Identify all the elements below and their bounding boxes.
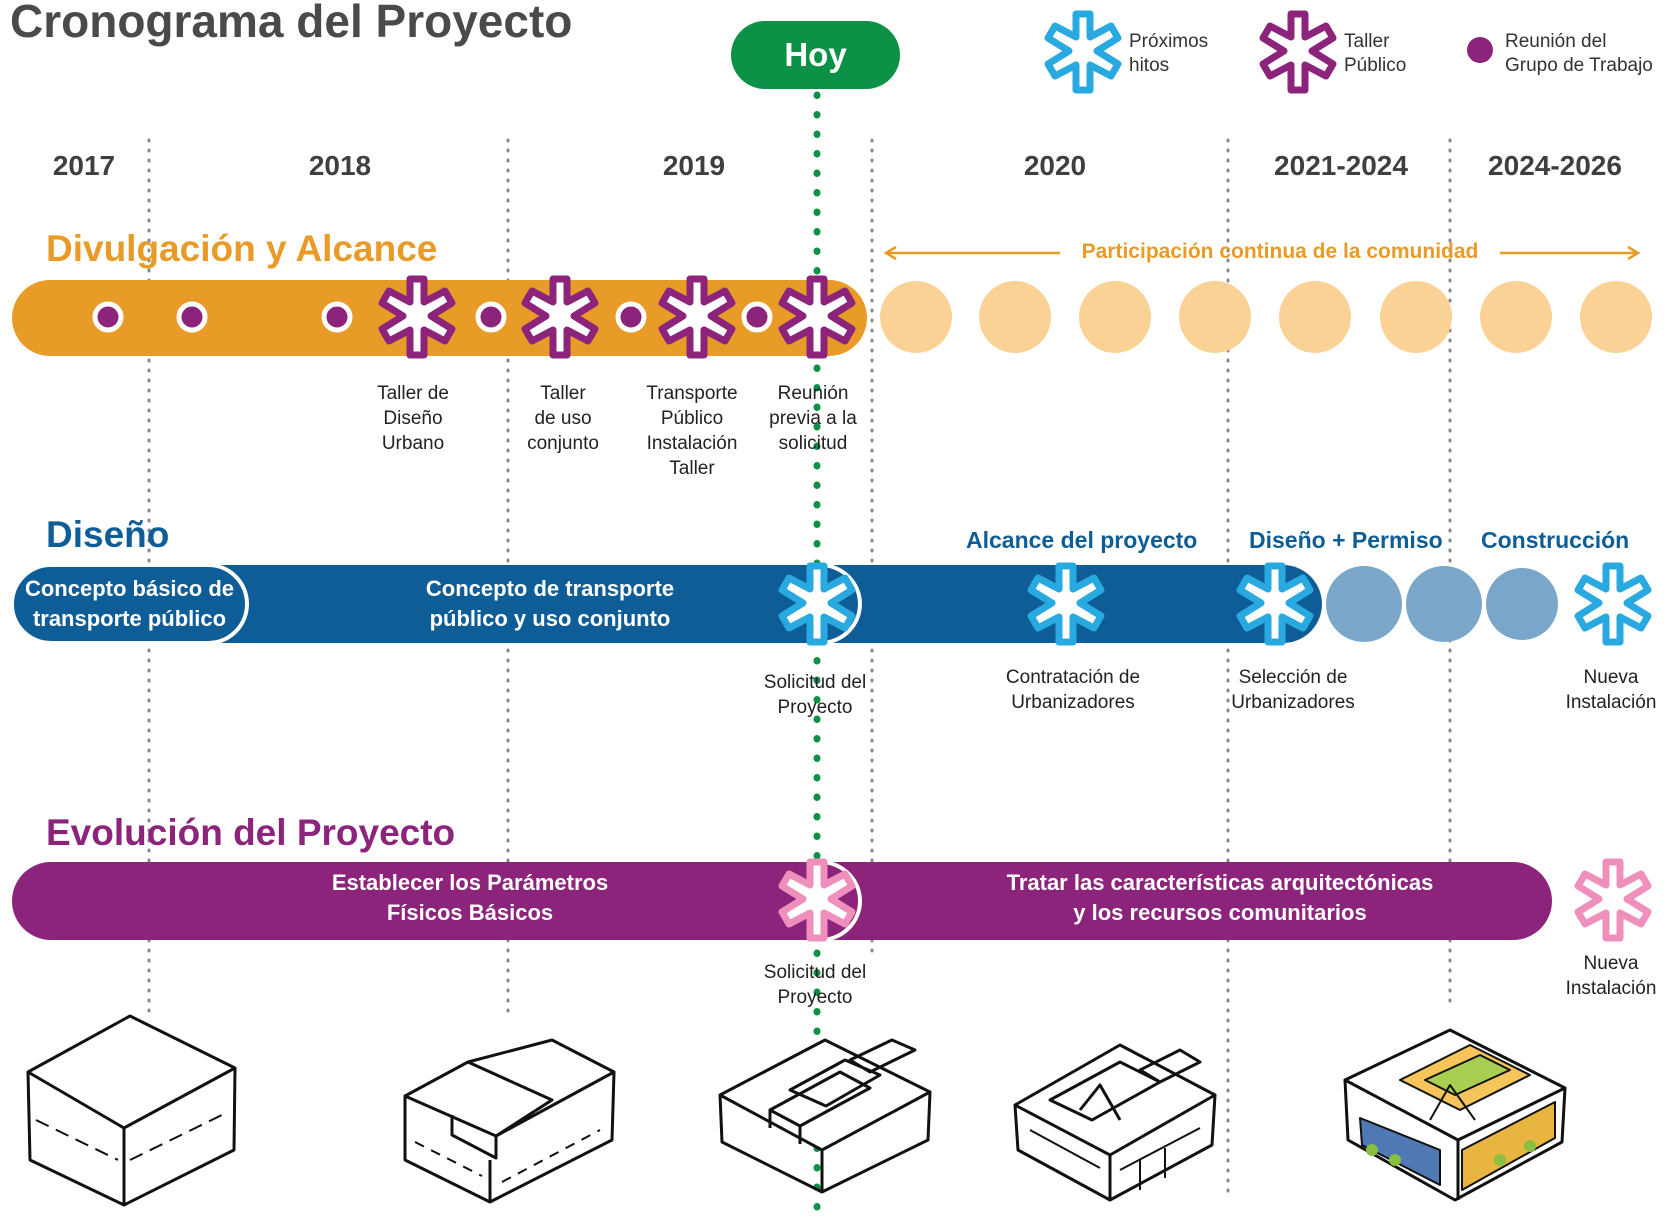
label-line: solicitud — [778, 433, 848, 454]
sketch-massing-5 — [1343, 1028, 1567, 1202]
phase-construction: Construcción — [1481, 527, 1630, 553]
label-line: de uso — [534, 408, 592, 429]
legend-upcoming-line1: Próximos — [1129, 31, 1209, 52]
design-label-project-application: Solicitud del Proyecto — [730, 670, 900, 720]
legend-group-line1: Reunión del — [1505, 31, 1607, 52]
legend-blue-asterisk-icon — [1048, 14, 1118, 90]
label-line: Proyecto — [777, 697, 853, 718]
label-line: Instalación — [1565, 978, 1657, 999]
bar-line: público y uso conjunto — [429, 606, 671, 631]
outreach-heading: Divulgación y Alcance — [46, 228, 438, 269]
label-line: Diseño — [383, 408, 443, 429]
label-line: Urbanizadores — [1011, 692, 1135, 713]
design-label-new-facility: Nueva Instalación — [1526, 665, 1672, 715]
label-line: Contratación de — [1005, 667, 1141, 688]
label-line: Taller — [540, 383, 586, 404]
today-badge: Hoy — [731, 21, 900, 89]
outreach-label-transit-facility: Transporte Público Instalación Taller — [607, 381, 777, 481]
bar-line: Concepto básico de — [24, 576, 235, 601]
bar-line: Tratar las características arquitectónic… — [1006, 870, 1434, 895]
working-group-dots — [92, 301, 773, 333]
year-2018: 2018 — [308, 150, 372, 181]
sketch-massing-1 — [26, 1014, 237, 1207]
bar-line: Establecer los Parámetros — [331, 870, 609, 895]
evolution-label-new-facility: Nueva Instalación — [1526, 951, 1672, 1001]
evolution-label-project-application: Solicitud del Proyecto — [730, 960, 900, 1010]
outreach-label-pre-application: Reunión previa a la solicitud — [728, 381, 898, 456]
label-line: Reunión — [777, 383, 849, 404]
design-bar-joint-concept: Concepto de transporte público y uso con… — [360, 574, 740, 634]
building-sketches — [26, 1014, 1567, 1207]
year-2024-2026: 2024-2026 — [1488, 150, 1622, 181]
label-line: Transporte — [646, 383, 738, 404]
year-2017: 2017 — [52, 150, 116, 181]
design-bar-basic-concept: Concepto básico de transporte público — [12, 574, 247, 634]
phase-project-scope: Alcance del proyecto — [966, 527, 1198, 553]
evolution-heading: Evolución del Proyecto — [46, 812, 456, 853]
phase-design-permit: Diseño + Permiso — [1249, 527, 1443, 553]
ongoing-participation-label: Participación continua de la comunidad — [1081, 240, 1479, 263]
ongoing-arrow — [883, 245, 1641, 261]
label-line: Proyecto — [777, 987, 853, 1008]
label-line: Taller de — [377, 383, 449, 404]
sketch-massing-2 — [403, 1038, 616, 1204]
page-title: Cronograma del Proyecto — [10, 0, 573, 47]
label-line: Nueva — [1583, 667, 1639, 688]
future-design-circles — [1326, 566, 1558, 642]
evolution-bar — [12, 862, 1552, 940]
year-2019: 2019 — [662, 150, 726, 181]
legend-group-line2: Grupo de Trabajo — [1505, 55, 1653, 76]
bar-line: Físicos Básicos — [386, 900, 554, 925]
future-engagement-circles — [880, 281, 1652, 353]
bar-line: Concepto de transporte — [425, 576, 675, 601]
evolution-bar-architecture: Tratar las características arquitectónic… — [960, 868, 1480, 928]
label-line: Solicitud del — [763, 672, 867, 693]
outreach-label-joint-use: Taller de uso conjunto — [478, 381, 648, 456]
legend-upcoming-line2: hitos — [1129, 55, 1170, 76]
year-2020: 2020 — [1023, 150, 1087, 181]
legend-purple-dot-icon — [1467, 37, 1493, 63]
label-line: Selección de — [1238, 667, 1348, 688]
legend-workshop-line1: Taller — [1344, 31, 1390, 52]
legend-working-group: Reunión del Grupo de Trabajo — [1505, 30, 1653, 78]
outreach-label-urban-design: Taller de Diseño Urbano — [328, 381, 498, 456]
sketch-massing-4 — [1013, 1043, 1217, 1202]
design-label-developer-hiring: Contratación de Urbanizadores — [983, 665, 1163, 715]
legend-workshop-line2: Público — [1344, 55, 1407, 76]
label-line: Taller — [669, 458, 715, 479]
label-line: conjunto — [527, 433, 599, 454]
sketch-massing-3 — [718, 1038, 932, 1194]
label-line: Público — [660, 408, 724, 429]
legend-purple-asterisk-icon — [1263, 14, 1333, 90]
design-bar — [12, 565, 1322, 643]
label-line: Nueva — [1583, 953, 1639, 974]
design-heading: Diseño — [46, 514, 170, 555]
year-2021-2024: 2021-2024 — [1274, 150, 1408, 181]
label-line: Urbanizadores — [1231, 692, 1355, 713]
label-line: Urbano — [381, 433, 445, 454]
bar-line: transporte público — [32, 606, 227, 631]
legend-upcoming: Próximos hitos — [1129, 30, 1208, 78]
design-bar-segment-1 — [10, 563, 249, 645]
label-line: Instalación — [646, 433, 738, 454]
design-label-developer-selection: Selección de Urbanizadores — [1203, 665, 1383, 715]
evolution-bar-parameters: Establecer los Parámetros Físicos Básico… — [290, 868, 650, 928]
bar-line: y los recursos comunitarios — [1073, 900, 1367, 925]
label-line: Solicitud del — [763, 962, 867, 983]
label-line: previa a la — [769, 408, 857, 429]
label-line: Instalación — [1565, 692, 1657, 713]
legend-public-workshop: Taller Público — [1344, 30, 1406, 78]
